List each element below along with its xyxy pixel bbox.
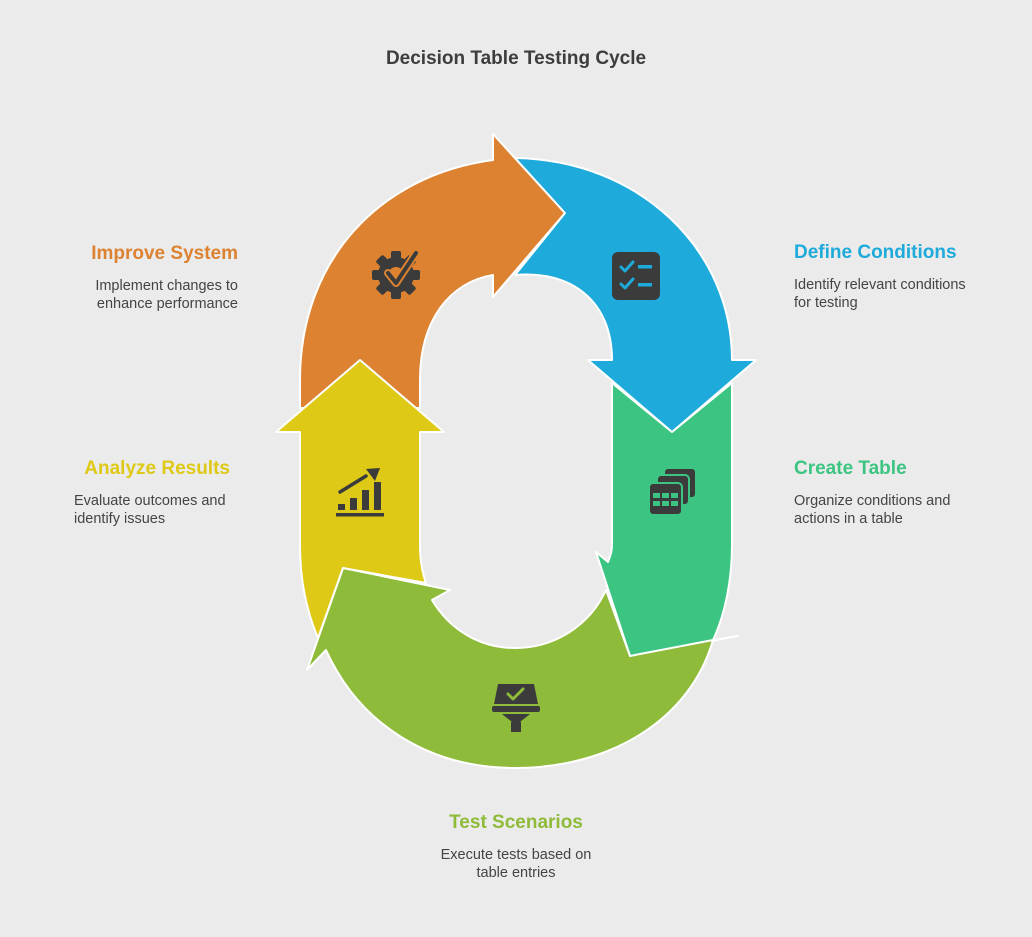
test-station-icon xyxy=(492,684,540,732)
bar-chart-icon xyxy=(336,468,384,517)
step-label-test-scenarios: Test Scenarios xyxy=(449,812,583,833)
segment-analyze-results xyxy=(275,359,445,639)
step-desc-test-scenarios: Execute tests based on table entries xyxy=(440,847,592,881)
step-label-analyze-results: Analyze Results xyxy=(84,458,230,479)
segment-test-scenarios xyxy=(306,567,714,769)
segment-improve-system xyxy=(299,133,566,409)
checklist-icon xyxy=(612,252,660,300)
step-label-improve-system: Improve System xyxy=(91,243,238,264)
step-desc-create-table: Organize conditions and actions in a tab… xyxy=(794,493,951,527)
step-label-define-conditions: Define Conditions xyxy=(794,242,957,263)
step-desc-improve-system: Implement changes to enhance performance xyxy=(95,278,238,312)
gear-check-icon xyxy=(372,249,420,299)
step-desc-define-conditions: Identify relevant conditions for testing xyxy=(794,277,966,311)
step-desc-analyze-results: Evaluate outcomes and identify issues xyxy=(74,493,226,527)
step-label-create-table: Create Table xyxy=(794,458,907,479)
diagram-title: Decision Table Testing Cycle xyxy=(385,48,647,69)
table-stack-icon xyxy=(648,467,697,516)
